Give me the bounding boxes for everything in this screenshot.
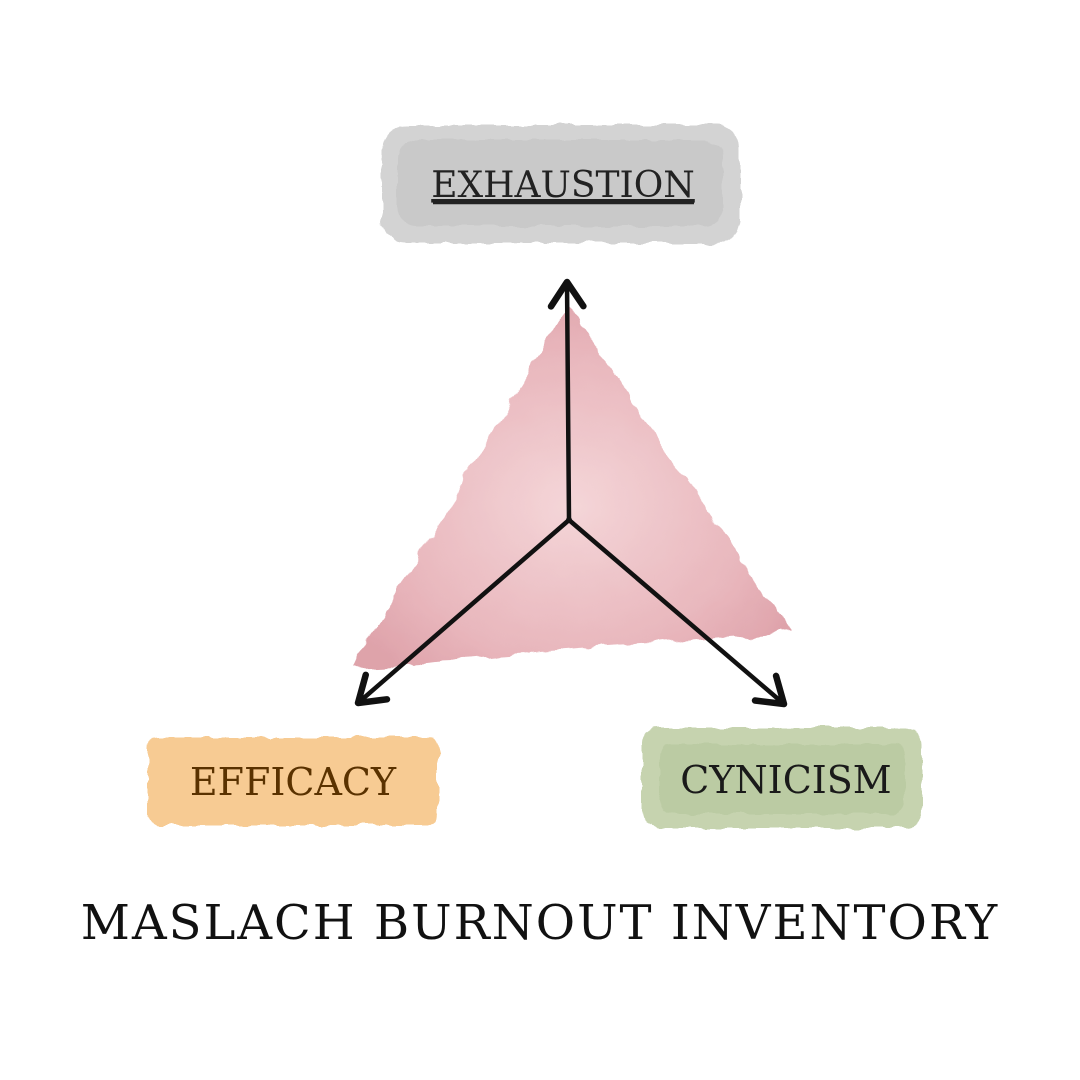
watercolor-triangle bbox=[352, 305, 790, 668]
exhaustion-node: EXHAUSTION bbox=[382, 125, 740, 243]
arrow-to-exhaustion bbox=[547, 278, 587, 523]
cynicism-label: CYNICISM bbox=[680, 758, 891, 802]
arrow-to-cynicism bbox=[566, 517, 788, 708]
cynicism-brush-shade bbox=[660, 744, 905, 814]
cynicism-node: CYNICISM bbox=[642, 728, 922, 828]
arrow-to-efficacy bbox=[354, 517, 572, 707]
efficacy-brush bbox=[148, 737, 438, 825]
efficacy-node: EFFICACY bbox=[148, 737, 438, 825]
exhaustion-label: EXHAUSTION bbox=[431, 165, 695, 206]
arrows bbox=[354, 278, 788, 708]
page-title: MASLACH BURNOUT INVENTORY bbox=[80, 895, 1000, 951]
exhaustion-brush-shade bbox=[398, 140, 723, 226]
efficacy-label: EFFICACY bbox=[190, 760, 397, 804]
arrow-origin bbox=[566, 517, 572, 523]
